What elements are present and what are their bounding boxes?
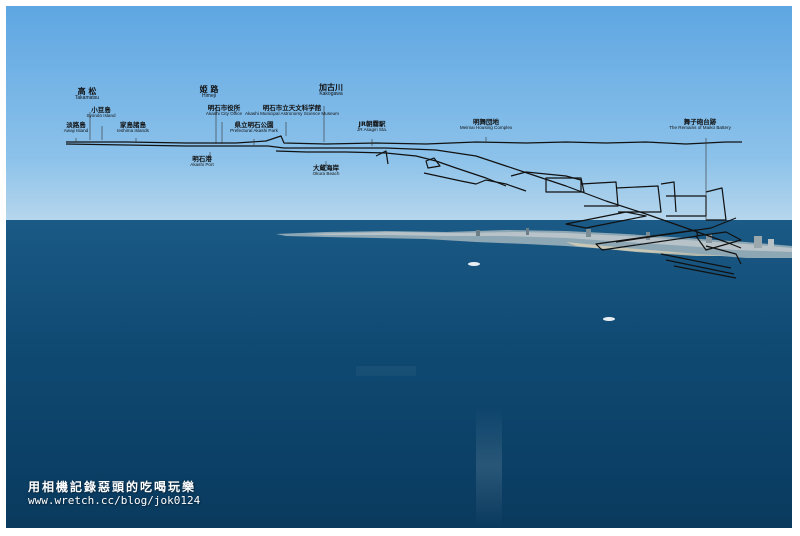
scene-drawing	[6, 6, 792, 528]
watermark-caption: 用相機記錄惡頭的吃喝玩樂	[28, 480, 197, 494]
boat	[603, 317, 615, 321]
boat	[468, 262, 480, 266]
sea	[6, 220, 792, 528]
sky	[6, 6, 792, 224]
skyline-overlay	[65, 135, 742, 279]
shoreline-city	[276, 228, 792, 258]
leader-lines	[75, 106, 707, 221]
watermark-url: www.wretch.cc/blog/jok0124	[28, 494, 201, 507]
